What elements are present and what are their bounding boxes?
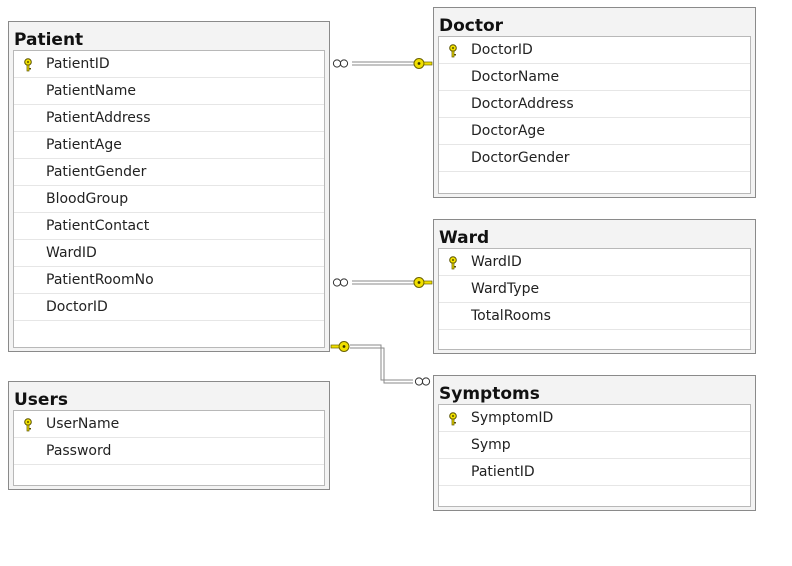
column-name: Symp: [471, 437, 511, 453]
column-name: PatientAddress: [46, 110, 151, 126]
column-name: PatientAge: [46, 137, 122, 153]
relationship-patient-ward[interactable]: [332, 277, 433, 288]
column-name: PatientRoomNo: [46, 272, 154, 288]
column-name: Password: [46, 443, 112, 459]
table-title: Patient: [14, 30, 84, 50]
column-name: BloodGroup: [46, 191, 129, 207]
key-icon: [413, 277, 433, 288]
column-row[interactable]: DoctorGender: [439, 145, 750, 172]
infinity-icon: [332, 59, 349, 68]
column-row[interactable]: PatientGender: [14, 159, 324, 186]
key-icon: [448, 411, 458, 426]
column-row[interactable]: PatientAge: [14, 132, 324, 159]
column-name: DoctorName: [471, 69, 560, 85]
relationship-symptoms-patient[interactable]: [330, 341, 431, 386]
column-row[interactable]: PatientID: [14, 51, 324, 78]
column-row[interactable]: BloodGroup: [14, 186, 324, 213]
column-row[interactable]: PatientContact: [14, 213, 324, 240]
table-title: Symptoms: [439, 384, 540, 404]
relationship-patient-doctor[interactable]: [332, 58, 433, 69]
column-name: PatientName: [46, 83, 137, 99]
infinity-icon: [332, 278, 349, 287]
key-icon: [413, 58, 433, 69]
column-name: SymptomID: [471, 410, 554, 426]
key-icon: [330, 341, 350, 352]
column-name: WardType: [471, 281, 540, 297]
column-row[interactable]: DoctorID: [14, 294, 324, 321]
column-row[interactable]: Password: [14, 438, 324, 465]
column-name: DoctorID: [46, 299, 108, 315]
column-row[interactable]: PatientAddress: [14, 105, 324, 132]
table-title: Doctor: [439, 16, 504, 36]
column-row[interactable]: UserName: [14, 411, 324, 438]
column-row[interactable]: TotalRooms: [439, 303, 750, 330]
column-name: TotalRooms: [471, 308, 551, 324]
key-icon: [23, 57, 33, 72]
column-row[interactable]: DoctorAddress: [439, 91, 750, 118]
column-row[interactable]: WardType: [439, 276, 750, 303]
column-name: DoctorAge: [471, 123, 545, 139]
column-name: PatientGender: [46, 164, 147, 180]
column-name: WardID: [471, 254, 522, 270]
column-row[interactable]: WardID: [439, 249, 750, 276]
column-row[interactable]: WardID: [14, 240, 324, 267]
key-icon: [448, 255, 458, 270]
column-name: DoctorGender: [471, 150, 570, 166]
column-row[interactable]: PatientID: [439, 459, 750, 486]
column-name: WardID: [46, 245, 97, 261]
column-name: PatientContact: [46, 218, 150, 234]
column-row[interactable]: PatientRoomNo: [14, 267, 324, 294]
column-name: PatientID: [46, 56, 110, 72]
column-row[interactable]: DoctorID: [439, 37, 750, 64]
key-icon: [448, 43, 458, 58]
column-name: DoctorID: [471, 42, 533, 58]
table-title: Users: [14, 390, 68, 410]
column-row[interactable]: PatientName: [14, 78, 324, 105]
column-row[interactable]: SymptomID: [439, 405, 750, 432]
key-icon: [23, 417, 33, 432]
column-name: PatientID: [471, 464, 535, 480]
table-title: Ward: [439, 228, 490, 248]
column-name: UserName: [46, 416, 120, 432]
column-row[interactable]: DoctorAge: [439, 118, 750, 145]
infinity-icon: [414, 377, 431, 386]
column-row[interactable]: Symp: [439, 432, 750, 459]
column-row[interactable]: DoctorName: [439, 64, 750, 91]
column-name: DoctorAddress: [471, 96, 574, 112]
